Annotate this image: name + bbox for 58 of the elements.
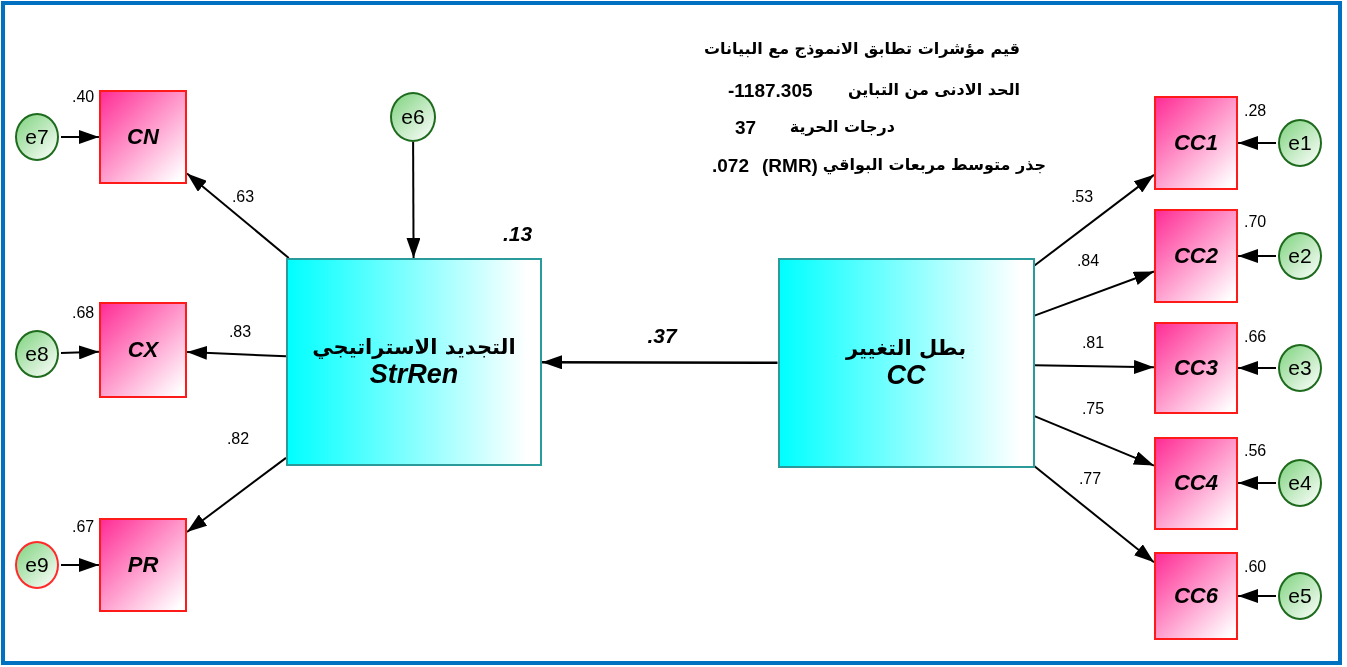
construct-name: التجديد الاستراتيجي <box>312 334 516 359</box>
indicator-box: CC6 <box>1154 552 1238 640</box>
error-circle: e6 <box>390 92 436 142</box>
indicator-box: CC4 <box>1154 436 1238 530</box>
fit-statistic-text: قيم مؤشرات تطابق الانموذج مع البيانات <box>703 39 1020 58</box>
value-label: .28 <box>1244 102 1267 120</box>
fit-statistic-text: -1187.305 <box>728 80 813 102</box>
arrow <box>1033 173 1155 267</box>
indicator-box: CX <box>99 302 187 398</box>
fit-statistic-text: (RMR) <box>762 155 818 177</box>
arrow <box>1237 476 1277 490</box>
error-circle: e9 <box>15 541 59 589</box>
arrow <box>1033 359 1155 374</box>
indicator-box: CN <box>99 90 187 184</box>
value-label: .70 <box>1244 213 1267 231</box>
error-circle: e2 <box>1278 232 1322 280</box>
latent-variable-box <box>286 258 542 466</box>
latent-variable-box <box>777 258 1035 468</box>
error-circle: e1 <box>1278 119 1322 167</box>
error-circle: e4 <box>1278 459 1322 507</box>
construct-code: StrRen <box>369 358 459 390</box>
arrow <box>60 345 100 360</box>
arrow <box>406 141 421 259</box>
value-label: .13 <box>503 222 533 246</box>
value-label: .67 <box>72 518 95 536</box>
arrow <box>1237 136 1277 150</box>
fit-statistic-text: الحد الادنى من التباين <box>847 80 1020 99</box>
fit-statistic-text: درجات الحرية <box>789 117 895 136</box>
arrow <box>1033 270 1155 317</box>
value-label: .56 <box>1244 442 1267 460</box>
error-circle: e3 <box>1278 344 1322 392</box>
fit-statistic-text: 37 <box>735 117 757 139</box>
arrow <box>60 558 100 572</box>
fit-statistic-text: جذر متوسط مربعات البواقي <box>822 155 1046 174</box>
arrow <box>186 345 287 360</box>
arrow <box>60 130 100 144</box>
arrow <box>1237 361 1277 375</box>
error-circle: e5 <box>1278 572 1322 620</box>
arrow <box>1237 249 1277 263</box>
arrow <box>186 456 287 534</box>
indicator-box: CC3 <box>1154 322 1238 414</box>
value-label: .60 <box>1244 558 1267 576</box>
arrow <box>1237 589 1277 603</box>
construct-code: CC <box>886 359 926 391</box>
value-label: .68 <box>72 304 95 322</box>
value-label: .66 <box>1244 328 1267 346</box>
construct-name: بطل التغيير <box>845 335 967 360</box>
arrow <box>542 355 778 370</box>
value-label: .40 <box>72 88 95 106</box>
arrow <box>1033 465 1155 564</box>
arrow <box>1033 415 1155 467</box>
indicator-box: CC1 <box>1154 96 1238 190</box>
fit-statistic-text: .072 <box>712 155 749 177</box>
indicator-box: PR <box>99 518 187 612</box>
error-circle: e8 <box>15 330 59 378</box>
indicator-box: CC2 <box>1154 209 1238 303</box>
arrow <box>186 172 290 259</box>
error-circle: e7 <box>15 113 59 161</box>
